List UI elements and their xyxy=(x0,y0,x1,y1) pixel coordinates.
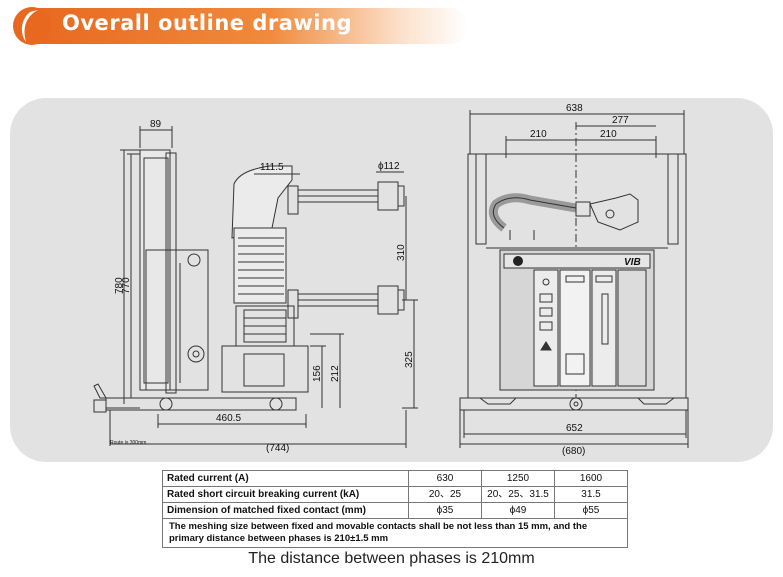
dim-156: 156 xyxy=(312,365,323,382)
table-row: Rated current (A) 630 1250 1600 xyxy=(162,470,628,487)
cell-value: 630 xyxy=(408,470,482,487)
dim-325: 325 xyxy=(404,351,415,368)
dim-770: 770 xyxy=(121,277,132,294)
section-header: Overall outline drawing xyxy=(0,0,783,52)
table-row: The meshing size between fixed and movab… xyxy=(162,518,628,548)
dim-210-left: 210 xyxy=(530,129,547,140)
dim-212: 212 xyxy=(330,365,341,382)
cell-value: 20、25、31.5 xyxy=(481,486,555,503)
cell-value: 1600 xyxy=(554,470,628,487)
spec-note: The meshing size between fixed and movab… xyxy=(162,518,628,548)
dim-638: 638 xyxy=(566,103,583,114)
table-row: Rated short circuit breaking current (kA… xyxy=(162,486,628,503)
dim-652: 652 xyxy=(566,423,583,434)
dim-111-5: 111.5 xyxy=(260,162,284,173)
cell-value: ϕ49 xyxy=(481,502,555,519)
dim-277: 277 xyxy=(612,115,629,126)
outline-drawing-panel: 89 111.5 ϕ112 780 770 310 325 156 212 46… xyxy=(10,98,773,462)
cell-value: 20、25 xyxy=(408,486,482,503)
row-label: Dimension of matched fixed contact (mm) xyxy=(162,502,409,519)
dim-744: (744) xyxy=(266,443,289,454)
dim-780: 780 xyxy=(114,277,125,294)
dim-680: (680) xyxy=(562,446,585,457)
outline-drawing: 89 111.5 ϕ112 780 770 310 325 156 212 46… xyxy=(93,103,689,457)
cell-value: ϕ55 xyxy=(554,502,628,519)
header-swoosh-icon xyxy=(13,7,50,45)
spec-table: Rated current (A) 630 1250 1600 Rated sh… xyxy=(162,470,628,548)
cell-value: 31.5 xyxy=(554,486,628,503)
dim-310: 310 xyxy=(396,244,407,261)
dim-phi-112: ϕ112 xyxy=(378,161,400,172)
page-title: Overall outline drawing xyxy=(62,11,352,35)
route-note: Route is 300mm xyxy=(110,440,146,446)
header-bar xyxy=(28,8,468,44)
cell-value: 1250 xyxy=(481,470,555,487)
cell-value: ϕ35 xyxy=(408,502,482,519)
table-row: Dimension of matched fixed contact (mm) … xyxy=(162,502,628,519)
brand-logo-icon xyxy=(513,256,523,266)
dim-210-right: 210 xyxy=(600,129,617,140)
caption: The distance between phases is 210mm xyxy=(248,550,535,567)
row-label: Rated current (A) xyxy=(162,470,409,487)
brand-label: VIB xyxy=(624,257,641,268)
dim-460-5: 460.5 xyxy=(216,413,241,424)
dim-89: 89 xyxy=(150,119,162,130)
row-label: Rated short circuit breaking current (kA… xyxy=(162,486,409,503)
